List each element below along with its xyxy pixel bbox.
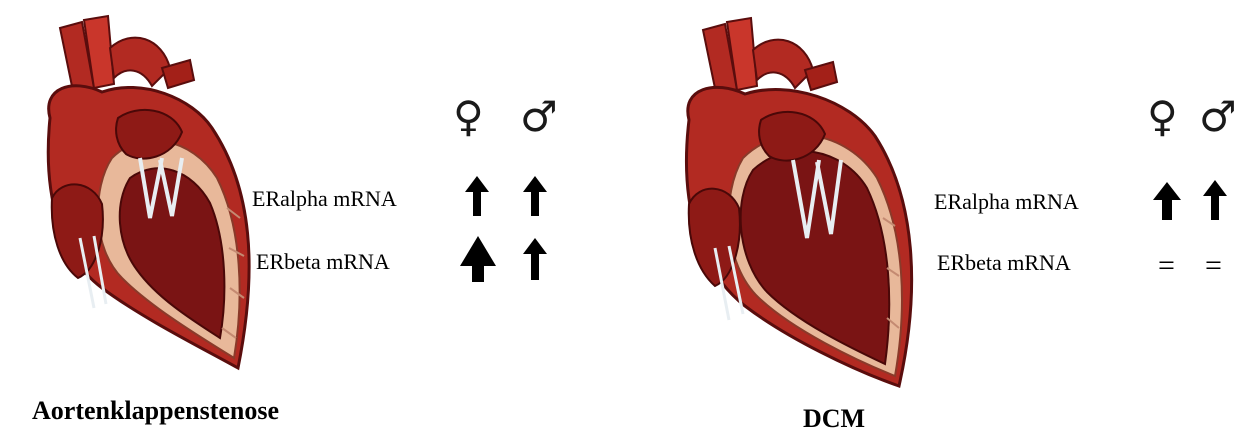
row-label-eralpha: ERalpha mRNA: [252, 186, 397, 212]
male-symbol-icon: ♂: [1199, 96, 1234, 138]
female-symbol-icon: ♀: [1147, 96, 1178, 138]
heart-illustration-aortic-stenosis: [22, 8, 262, 380]
male-symbol-icon: ♂: [520, 96, 558, 138]
equal-sign-male: =: [1205, 251, 1222, 281]
row-label-erbeta: ERbeta mRNA: [256, 249, 390, 275]
heart-illustration-dcm: [663, 8, 923, 398]
arrow-up-icon: [523, 176, 547, 216]
arrow-up-icon: [1153, 182, 1181, 220]
caption-dcm: DCM: [803, 404, 865, 434]
large-arrow-up-icon: [460, 236, 496, 282]
female-symbol-icon: ♀: [453, 96, 484, 138]
panel-dcm: ♀ ♂ ERalpha mRNA ERbeta mRNA = = DCM: [617, 0, 1234, 434]
row-label-erbeta: ERbeta mRNA: [937, 250, 1071, 276]
arrow-up-icon: [523, 238, 547, 280]
arrow-up-icon: [1203, 180, 1227, 220]
row-label-eralpha: ERalpha mRNA: [934, 189, 1079, 215]
equal-sign-female: =: [1158, 251, 1175, 281]
arrow-up-icon: [465, 176, 489, 216]
caption-aortic-stenosis: Aortenklappenstenose: [32, 396, 279, 426]
panel-aortic-stenosis: ♀ ♂ ERalpha mRNA ERbeta mRNA Aortenklapp…: [0, 0, 617, 434]
